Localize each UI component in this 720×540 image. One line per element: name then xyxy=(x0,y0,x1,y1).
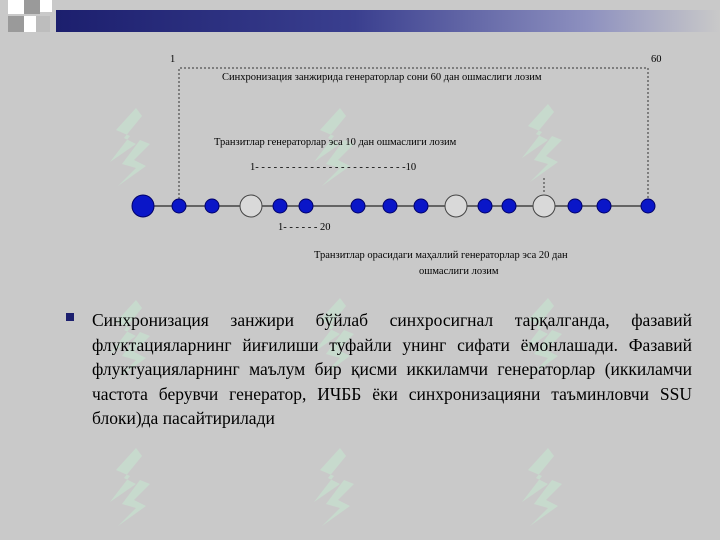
watermark-logo xyxy=(314,108,354,186)
watermark-logo xyxy=(522,448,562,526)
watermark-logo xyxy=(110,448,150,526)
transit-limit-label: Транзитлар генераторлар эса 10 дан ошмас… xyxy=(214,137,457,148)
transit-node xyxy=(444,194,468,218)
bullet-square-icon xyxy=(66,313,74,321)
chain-node xyxy=(596,198,612,214)
watermark-logo xyxy=(110,108,150,186)
deco-square xyxy=(24,0,40,14)
local-limit-label-line2: ошмаслиги лозим xyxy=(419,266,499,277)
watermark-logo xyxy=(314,448,354,526)
watermark-logo xyxy=(522,298,562,376)
deco-square xyxy=(24,16,36,32)
chain-node xyxy=(382,198,398,214)
chain-node xyxy=(477,198,493,214)
transit-range-label: 1- - - - - - - - - - - - - - - - - - - -… xyxy=(250,162,417,173)
main-limit-label: Синхронизация занжирида генераторлар сон… xyxy=(222,72,542,83)
chain-node xyxy=(272,198,288,214)
deco-square xyxy=(8,16,24,32)
deco-square xyxy=(40,0,52,12)
chain-node xyxy=(298,198,314,214)
transit-node xyxy=(239,194,263,218)
deco-square xyxy=(36,16,50,32)
chain-node xyxy=(413,198,429,214)
chain-end-label: 60 xyxy=(651,54,662,65)
main-chain-bracket xyxy=(178,67,649,203)
chain-start-label: 1 xyxy=(170,54,176,65)
deco-square xyxy=(8,0,24,14)
title-gradient-band xyxy=(56,10,720,32)
title-bar-decoration xyxy=(0,0,720,40)
bullet-paragraph: Синхронизация занжири бўйлаб синхросигна… xyxy=(92,310,692,428)
chain-node xyxy=(204,198,220,214)
primary-reference-node xyxy=(131,194,155,218)
sync-chain-diagram xyxy=(131,67,656,218)
chain-node xyxy=(171,198,187,214)
chain-node xyxy=(640,198,656,214)
local-limit-label-line1: Транзитлар орасидаги маҳаллий генераторл… xyxy=(314,250,568,261)
transit-node xyxy=(532,194,556,218)
chain-node xyxy=(501,198,517,214)
local-range-label: 1- - - - - - 20 xyxy=(278,222,331,233)
watermark-logo xyxy=(522,104,562,182)
chain-node xyxy=(567,198,583,214)
watermark-logo xyxy=(110,300,150,378)
watermark-logo xyxy=(314,298,354,376)
chain-node xyxy=(350,198,366,214)
